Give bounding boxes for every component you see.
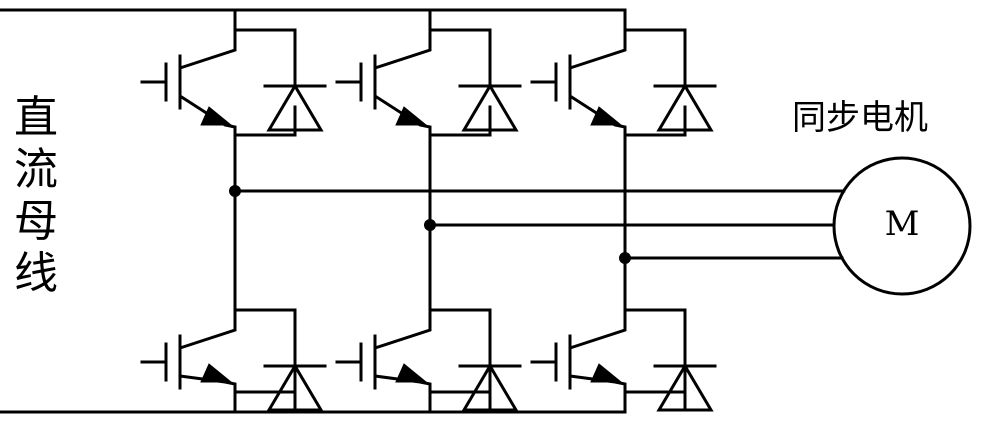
leg1-upper-collector-wire [233,10,297,60]
leg1-upper-igbt-emitter [179,94,237,135]
leg1-lower-emitter-wire [233,364,297,412]
dc-bus-char: 线 [14,248,58,299]
leg3-upper-igbt-collector [569,30,627,70]
leg2-upper-igbt-emitter [374,94,432,135]
leg3-lower-igbt-emitter-arrow [590,363,623,383]
dc-bus-char: 母 [14,196,58,247]
leg1-upper-igbt-collector [179,30,237,70]
dc-bus-char: 直 [14,92,58,143]
leg2-lower-igbt-emitter-arrow [395,363,428,383]
leg3-upper-collector-wire [623,10,687,60]
leg2-upper-igbt-emitter-arrow [395,106,428,126]
leg1-lower-igbt-emitter-arrow [200,363,233,383]
leg2-upper-igbt-collector [374,30,432,70]
leg2-lower-igbt-collector [374,310,432,350]
leg3-upper-igbt-emitter-arrow [590,106,623,126]
phase-2-junction-dot [424,219,436,231]
leg2-lower-emitter-wire [428,364,492,412]
phase-3-junction-dot [619,252,631,264]
leg3-upper-igbt-emitter [569,94,627,135]
motor-circle [832,156,972,296]
leg1-lower-igbt-collector [179,310,237,350]
leg1-lower-collector-wire [233,290,297,340]
leg3-lower-collector-wire [623,290,687,340]
dc-bus-char: 流 [14,144,58,195]
leg3-lower-igbt-collector [569,310,627,350]
leg1-upper-igbt-emitter-arrow [200,106,233,126]
leg2-lower-collector-wire [428,290,492,340]
motor-title: 同步电机 [792,98,928,138]
leg3-lower-emitter-wire [623,364,687,412]
dc-bus-label: 直 流 母 线 [8,92,64,300]
phase-1-junction-dot [229,185,241,197]
leg2-upper-collector-wire [428,10,492,60]
motor-symbol-letter: M [884,204,920,244]
